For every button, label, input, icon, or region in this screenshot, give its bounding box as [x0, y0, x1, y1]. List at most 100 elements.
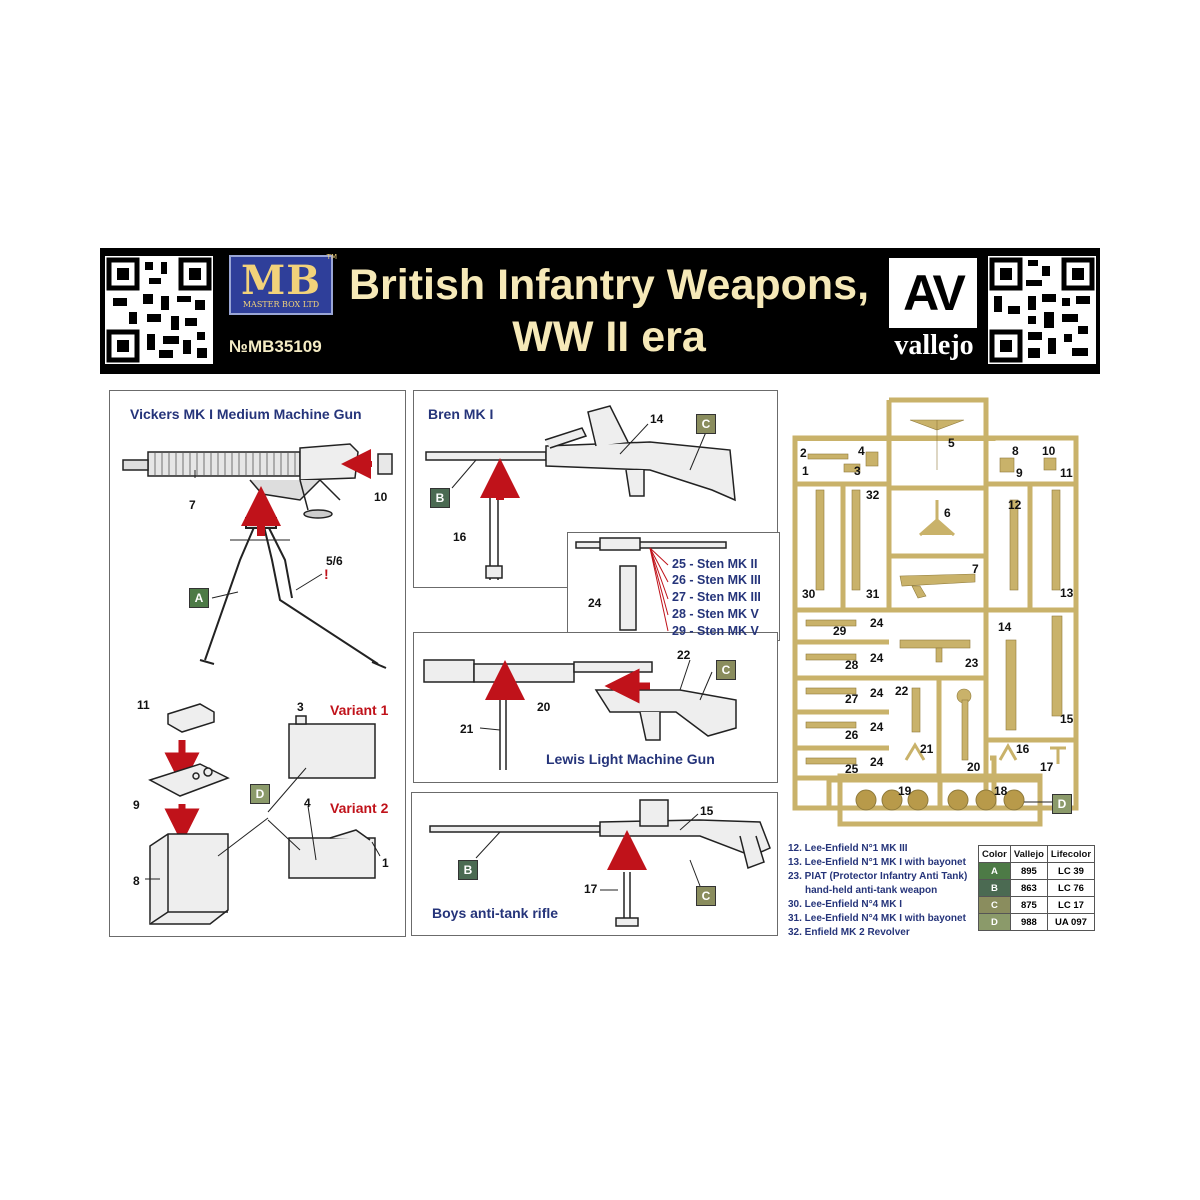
badge-B-boys: B: [458, 860, 478, 880]
sprue-label-10: 10: [1042, 444, 1056, 458]
paint-header-vallejo: Vallejo: [1009, 845, 1048, 863]
lewis-butt-drawing: [594, 689, 737, 741]
sprue-label-4: 4: [858, 444, 865, 458]
sprue-label-27: 27: [845, 692, 859, 706]
sprue-label-32: 32: [866, 488, 880, 502]
label-1: 1: [382, 856, 389, 870]
paint-swatch: C: [978, 896, 1011, 914]
paint-row: D 988 UA 097: [978, 913, 1096, 931]
sprue-label-24a: 24: [870, 616, 884, 630]
sprue-label-22: 22: [895, 684, 909, 698]
sprue-label-9: 9: [1016, 466, 1023, 480]
bren-title: Bren MK I: [428, 406, 494, 422]
label-3: 3: [297, 700, 304, 714]
sten-item-27: 27 - Sten MK III: [672, 590, 761, 604]
sprue-frame: [792, 397, 1079, 827]
label-17: 17: [584, 882, 598, 896]
master-box-logo-subtitle: MASTER BOX LTD: [242, 299, 320, 309]
leader-15: [679, 813, 699, 831]
label-15: 15: [700, 804, 714, 818]
sprue-label-28: 28: [845, 658, 859, 672]
label-10: 10: [374, 490, 388, 504]
badge-C-bren: C: [696, 414, 716, 434]
paint-lifecolor-code: UA 097: [1046, 913, 1096, 931]
label-11: 11: [137, 698, 150, 712]
paint-table: Color Vallejo Lifecolor A 895 LC 39 B 86…: [978, 845, 1096, 931]
sprue-label-7: 7: [972, 562, 979, 576]
badge-A: A: [189, 588, 209, 608]
label-21: 21: [460, 722, 474, 736]
leader-B-bren: [451, 459, 477, 489]
variant-2-label: Variant 2: [330, 800, 389, 816]
sten-item-28: 28 - Sten MK V: [672, 607, 759, 621]
legend-item-23: 23. PIAT (Protector Infantry Anti Tank): [788, 871, 968, 882]
sten-leaders: [649, 547, 669, 632]
sprue-label-23: 23: [965, 656, 979, 670]
part-10-drawing: [377, 453, 393, 475]
qr-code-left: [105, 256, 213, 364]
sprue-label-6: 6: [944, 506, 951, 520]
part-4-box-drawing: [288, 829, 376, 879]
legend-item-31: 31. Lee-Enfield N°4 MK I with bayonet: [788, 913, 966, 924]
paint-vallejo-code: 895: [1009, 862, 1048, 880]
title-line-1: British Infantry Weapons,: [348, 261, 870, 309]
badge-D-vickers: D: [250, 784, 270, 804]
leader-1: [371, 841, 381, 857]
label-7: 7: [189, 498, 196, 512]
badge-C-boys: C: [696, 886, 716, 906]
label-24: 24: [588, 596, 602, 610]
sprue-label-8: 8: [1012, 444, 1019, 458]
qr-code-right: [988, 256, 1096, 364]
legend-item-30: 30. Lee-Enfield N°4 MK I: [788, 899, 903, 910]
qr-code-right-graphic: [989, 257, 1095, 363]
leader-14: [619, 423, 649, 455]
sten-magazine-drawing: [619, 565, 637, 631]
paint-lifecolor-code: LC 39: [1046, 862, 1096, 880]
part-9-drawing: [148, 763, 230, 797]
sprue-label-12: 12: [1008, 498, 1022, 512]
sprue-label-21: 21: [920, 742, 934, 756]
label-4: 4: [304, 796, 311, 810]
badge-C-lewis: C: [716, 660, 736, 680]
boys-title: Boys anti-tank rifle: [432, 905, 559, 921]
vallejo-logo-letters: AV: [903, 265, 966, 321]
sprue-label-24b: 24: [870, 651, 884, 665]
leader-C-lewis: [699, 671, 713, 701]
paint-row: C 875 LC 17: [978, 896, 1096, 914]
legend-item-23-desc: hand-held anti-tank weapon: [805, 885, 938, 896]
badge-B-bren: B: [430, 488, 450, 508]
leader-D-2: [267, 767, 307, 813]
leader-D-1: [217, 817, 269, 857]
sprue-label-1: 1: [802, 464, 809, 478]
paint-row: B 863 LC 76: [978, 879, 1096, 897]
catalog-number: №MB35109: [229, 337, 322, 356]
leader-C-boys: [689, 859, 701, 887]
leader-4: [307, 805, 317, 861]
leader-5-6: [295, 573, 323, 591]
label-16: 16: [453, 530, 467, 544]
sprue-label-3: 3: [854, 464, 861, 478]
lewis-gun-drawing: [423, 659, 653, 683]
lewis-bipod-drawing: [499, 700, 507, 770]
sprue-label-24e: 24: [870, 755, 884, 769]
sprue-label-2: 2: [800, 446, 807, 460]
qr-code-left-graphic: [106, 257, 212, 363]
paint-vallejo-code: 863: [1009, 879, 1048, 897]
label-9: 9: [133, 798, 140, 812]
paint-header-lifecolor: Lifecolor: [1046, 845, 1096, 863]
boys-rifle-drawing: [429, 799, 771, 869]
legend-item-13: 13. Lee-Enfield N°1 MK I with bayonet: [788, 857, 966, 868]
sprue-label-20: 20: [967, 760, 981, 774]
sprue-label-25: 25: [845, 762, 859, 776]
label-14: 14: [650, 412, 664, 426]
bren-bipod-drawing: [485, 498, 503, 580]
sprue-label-18: 18: [994, 784, 1008, 798]
vallejo-logo-word: vallejo: [894, 330, 974, 361]
leader-B-boys: [475, 831, 501, 859]
sprue-label-14: 14: [998, 620, 1012, 634]
part-11-drawing: [167, 703, 215, 733]
badge-D-sprue: D: [1052, 794, 1072, 814]
paint-swatch: D: [978, 913, 1011, 931]
paint-table-header: Color Vallejo Lifecolor: [978, 845, 1096, 863]
